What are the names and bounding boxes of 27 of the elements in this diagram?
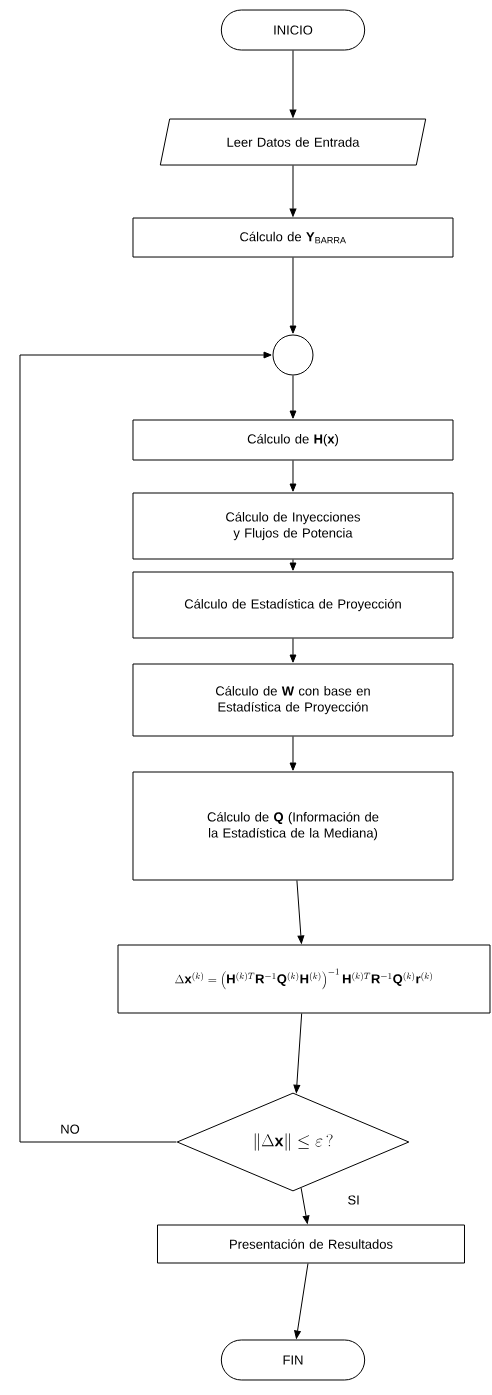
process-box: Cálculo de H(x) [132, 419, 454, 461]
process-box: Cálculo de Estadística de Proyección [132, 571, 454, 639]
arrow [289, 559, 297, 571]
arrow [294, 1263, 309, 1339]
arrow [289, 165, 297, 217]
start-terminal: INICIO [220, 9, 366, 51]
arrow [289, 460, 297, 492]
end-terminal: FIN [220, 1339, 366, 1381]
arrow [289, 638, 297, 663]
arrow [289, 257, 297, 334]
arrow [289, 50, 297, 118]
edge-label: SI [348, 1195, 359, 1205]
process-box: Cálculo de Inyecciones y Flujos de Potencia [132, 492, 454, 560]
input-parallelogram: Leer Datos de Entrada [159, 118, 427, 166]
connector-circle [272, 334, 314, 376]
process-box: Presentación de Resultados [157, 1224, 465, 1264]
process-box: Cálculo de Q (Información de la Estadística de la Mediana) [132, 771, 454, 881]
arrow [289, 375, 297, 419]
arrow [300, 1187, 310, 1224]
arrow [296, 880, 305, 944]
formula-box: $\Delta\mathbf{x}^{(k)} = \left(\mathbf{H}^{(k)T}\mathbf{R}^{-1}\mathbf{Q}^{(k)}\mathbf{H}^{(k)}\right)^{-1}\mathbf{H}^{(k)T}\mathbf{R}^{-1}\mathbf{Q}^{(k)}\mathbf{r}^{(k)}$ [117, 944, 491, 1014]
arrow [289, 736, 297, 771]
edge-label: NO [61, 1124, 80, 1134]
process-box: Cálculo de W con base en Estadística de Proyección [132, 663, 454, 737]
arrow [293, 1013, 303, 1093]
arrow [19, 351, 272, 1143]
process-box: Cálculo de Y$_{BARRA}$ [132, 217, 454, 258]
